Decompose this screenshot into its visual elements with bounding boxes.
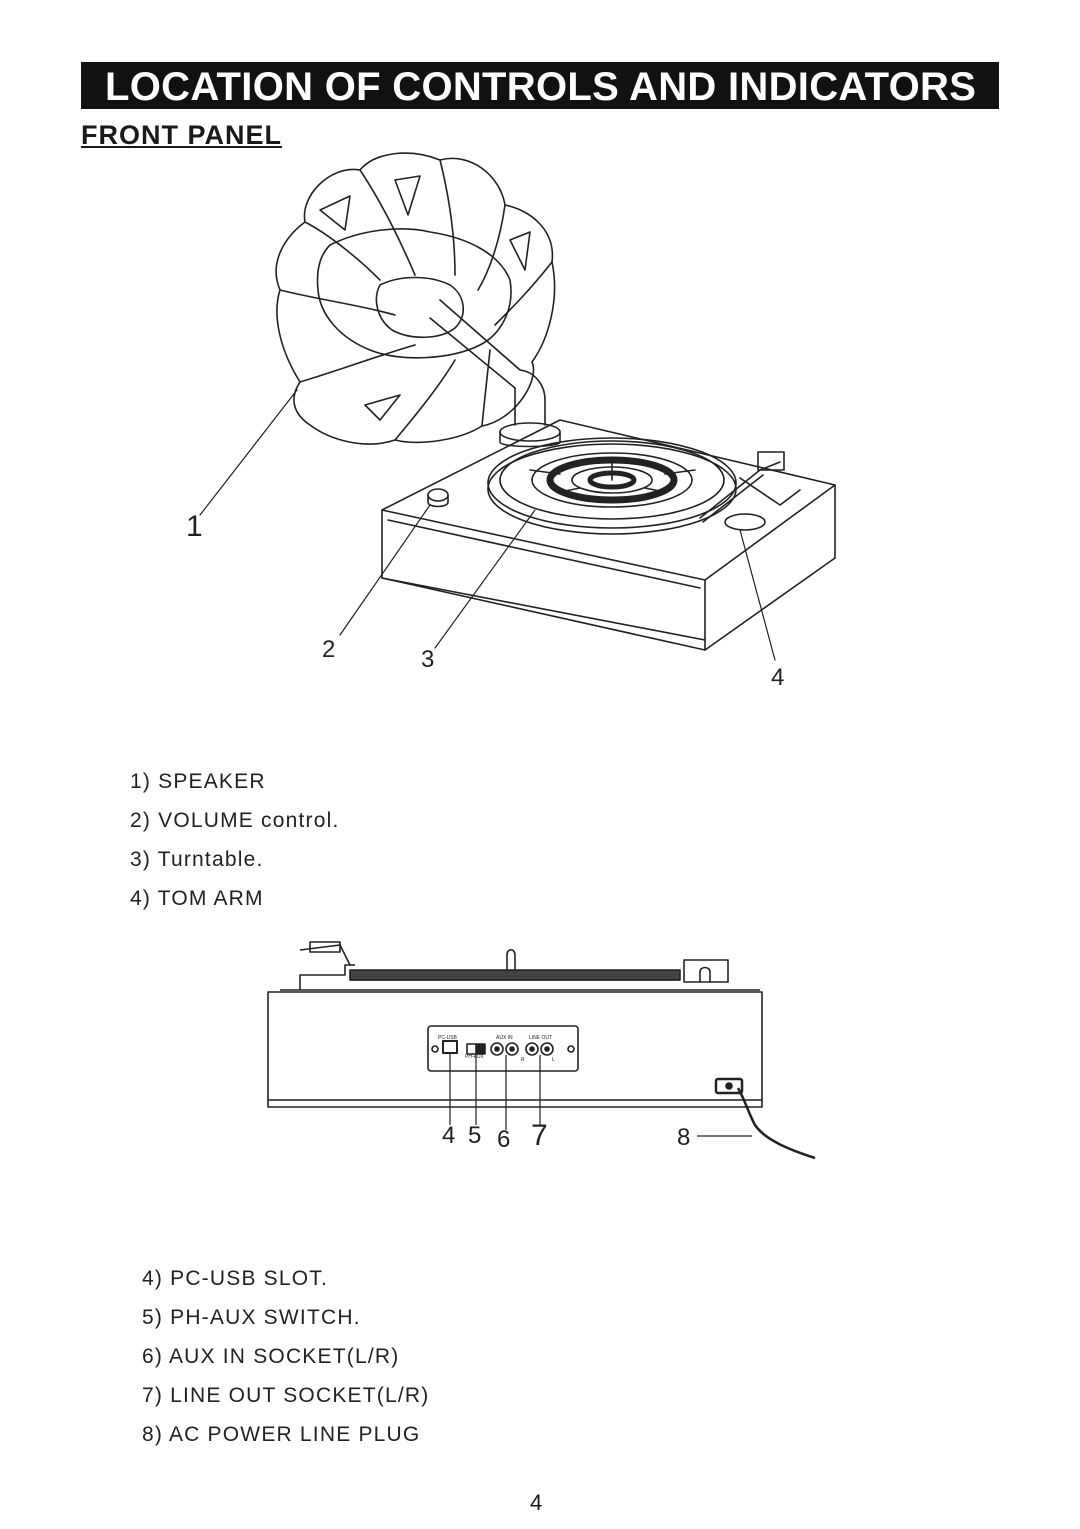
callout-4: 4 <box>771 664 785 691</box>
callout-4b: 4 <box>442 1122 456 1149</box>
callout-5: 5 <box>468 1122 482 1149</box>
page-number: 4 <box>530 1490 543 1515</box>
callout-6: 6 <box>497 1126 511 1153</box>
label-aux-in: AUX IN <box>496 1035 513 1041</box>
callout-3: 3 <box>421 646 435 673</box>
callout-1: 1 <box>186 510 203 543</box>
callout-7: 7 <box>531 1119 548 1152</box>
legend-item: 1) SPEAKER <box>130 770 266 793</box>
legend-item: 4) TOM ARM <box>130 887 264 910</box>
legend-item: 6) AUX IN SOCKET(L/R) <box>142 1345 400 1368</box>
callout-8: 8 <box>677 1124 691 1151</box>
page-title: LOCATION OF CONTROLS AND INDICATORS <box>105 65 977 109</box>
rear-cabinet <box>267 991 763 1108</box>
gramophone-illustration <box>199 152 836 661</box>
label-l: L <box>552 1057 555 1063</box>
label-line-out: LINE OUT <box>529 1035 553 1041</box>
ac-plug <box>714 1077 744 1095</box>
label-pc-usb: PC-USB <box>438 1035 457 1041</box>
legend-item: 3) Turntable. <box>130 848 264 871</box>
title-bar: LOCATION OF CONTROLS AND INDICATORS <box>81 62 999 109</box>
label-ph-aux: PH-AUX <box>465 1054 484 1060</box>
legend-item: 2) VOLUME control. <box>130 809 340 832</box>
legend-item: 4) PC-USB SLOT. <box>142 1267 329 1290</box>
legend-item: 7) LINE OUT SOCKET(L/R) <box>142 1384 430 1407</box>
label-r: R <box>521 1057 525 1063</box>
platter <box>487 437 737 529</box>
rear-panel-illustration <box>267 941 816 1160</box>
legend-item: 8) AC POWER LINE PLUG <box>142 1423 421 1446</box>
section-heading: FRONT PANEL <box>81 120 282 150</box>
legend-item: 5) PH-AUX SWITCH. <box>142 1306 361 1329</box>
callout-2: 2 <box>322 636 336 663</box>
jack-panel <box>427 1025 579 1072</box>
